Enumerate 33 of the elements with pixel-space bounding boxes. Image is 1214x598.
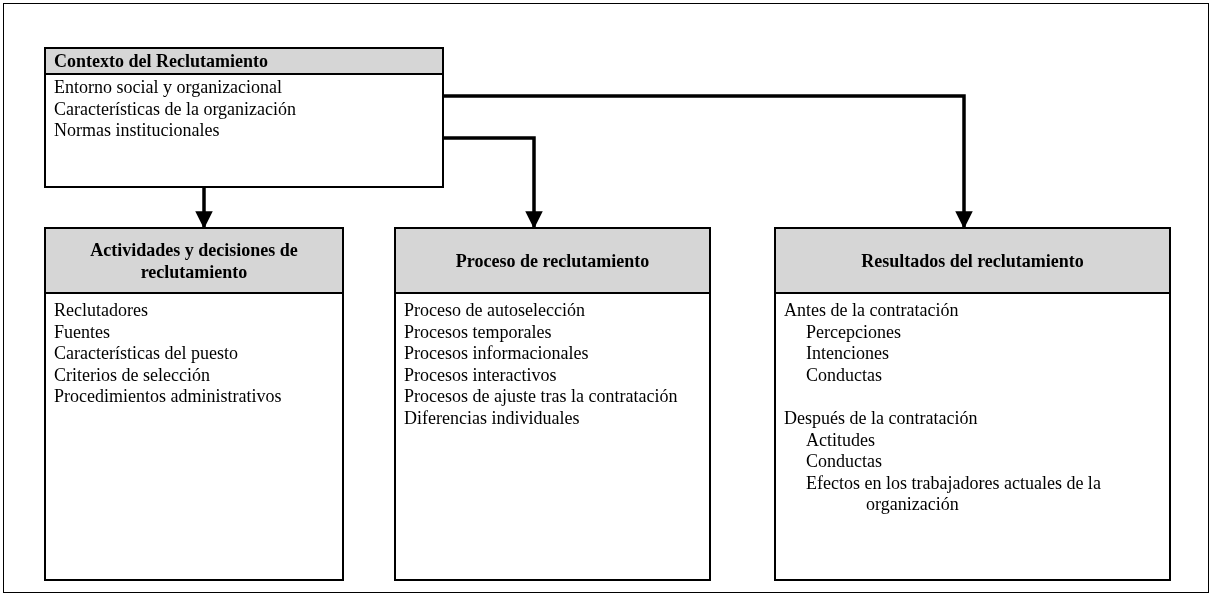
arrow	[444, 94, 973, 229]
list-item: Proceso de autoselección	[404, 300, 586, 322]
text-box	[44, 227, 344, 581]
list-item: Reclutadores	[54, 300, 149, 322]
box-header: Proceso de reclutamiento	[396, 229, 709, 294]
list-item: Procedimientos administrativos	[54, 386, 283, 408]
list-item: Procesos informacionales	[404, 343, 590, 365]
list-item: Fuentes	[54, 321, 111, 343]
list-item: Criterios de selección	[54, 364, 211, 386]
box-header: Resultados del reclutamiento	[776, 229, 1169, 294]
text-box	[44, 47, 444, 188]
list-item: Características del puesto	[54, 343, 239, 365]
list-item: Procesos temporales	[404, 321, 553, 343]
box-header: Actividades y decisiones de reclutamiento	[46, 229, 342, 294]
list-item: Conductas	[805, 364, 883, 386]
list-item: Percepciones	[805, 321, 902, 343]
arrow	[444, 136, 543, 229]
list-item: Procesos interactivos	[404, 364, 558, 386]
list-item: Antes de la contratación	[784, 300, 960, 322]
list-item: Normas institucionales	[54, 120, 221, 142]
text-box	[774, 227, 1171, 581]
list-item: Entorno social y organizacional	[54, 77, 284, 99]
list-item: Conductas	[805, 451, 883, 473]
arrow	[195, 188, 213, 229]
box-header: Contexto del Reclutamiento	[46, 49, 442, 75]
list-item: Actitudes	[805, 429, 876, 451]
list-item: Procesos de ajuste tras la contratación	[404, 386, 679, 408]
list-item: Características de la organización	[54, 98, 298, 120]
list-item: Después de la contratación	[784, 408, 979, 430]
text-box	[394, 227, 711, 581]
list-item: Efectos en los trabajadores actuales de la organización	[805, 472, 1102, 516]
list-item: Intenciones	[805, 343, 890, 365]
list-item: Diferencias individuales	[404, 407, 581, 429]
